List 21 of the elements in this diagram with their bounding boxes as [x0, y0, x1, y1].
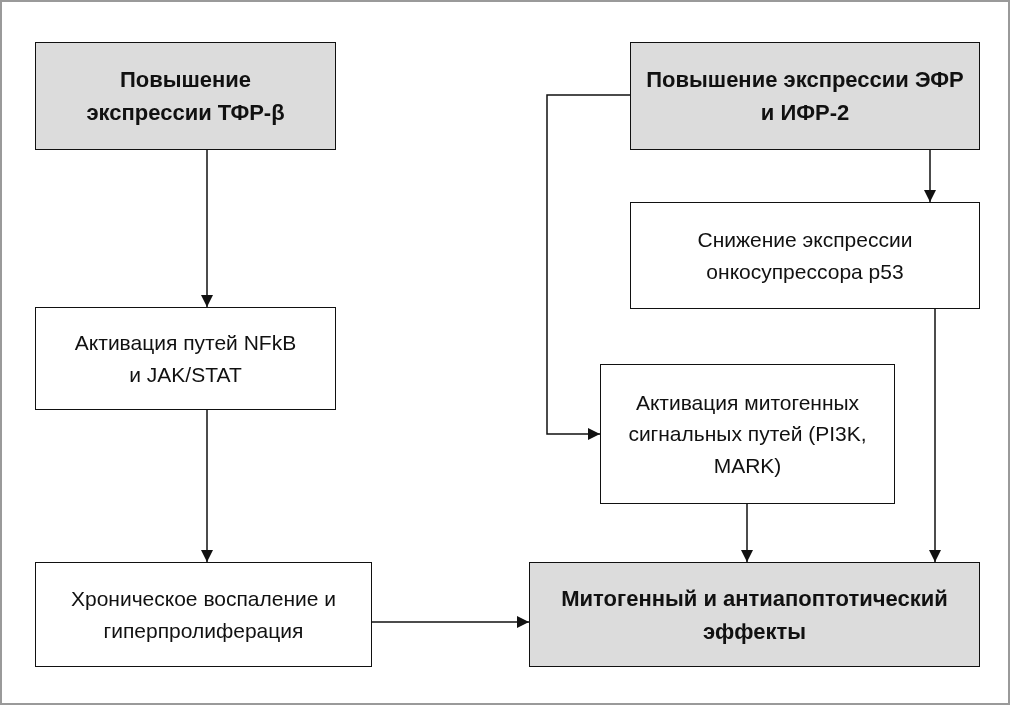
process-box [529, 562, 980, 667]
box-text: Активация митогенных сигнальных путей (PI3K, MARK) [627, 389, 868, 479]
arrow [201, 149, 213, 308]
process-box [35, 562, 372, 667]
box-text: Митогенный и антиапоптотический эффекты [560, 584, 949, 646]
process-box [35, 42, 336, 150]
box-text: Хроническое воспаление и гиперпролиферация [69, 586, 338, 644]
process-box [630, 202, 980, 309]
process-box [600, 364, 895, 504]
arrow [201, 409, 213, 563]
process-box [35, 307, 336, 410]
process-box [630, 42, 980, 150]
box-text: Повышение экспрессии ТФР-β [85, 66, 286, 127]
box-text: Активация путей NFkB и JAK/STAT [73, 330, 298, 388]
arrow [924, 149, 936, 203]
arrow [741, 503, 753, 563]
arrow [546, 94, 631, 440]
box-text: Повышение экспрессии ЭФР и ИФР-2 [645, 66, 965, 127]
arrow [371, 616, 530, 628]
arrow [929, 308, 941, 563]
box-text: Снижение экспрессии онкосупрессора p53 [696, 227, 914, 285]
